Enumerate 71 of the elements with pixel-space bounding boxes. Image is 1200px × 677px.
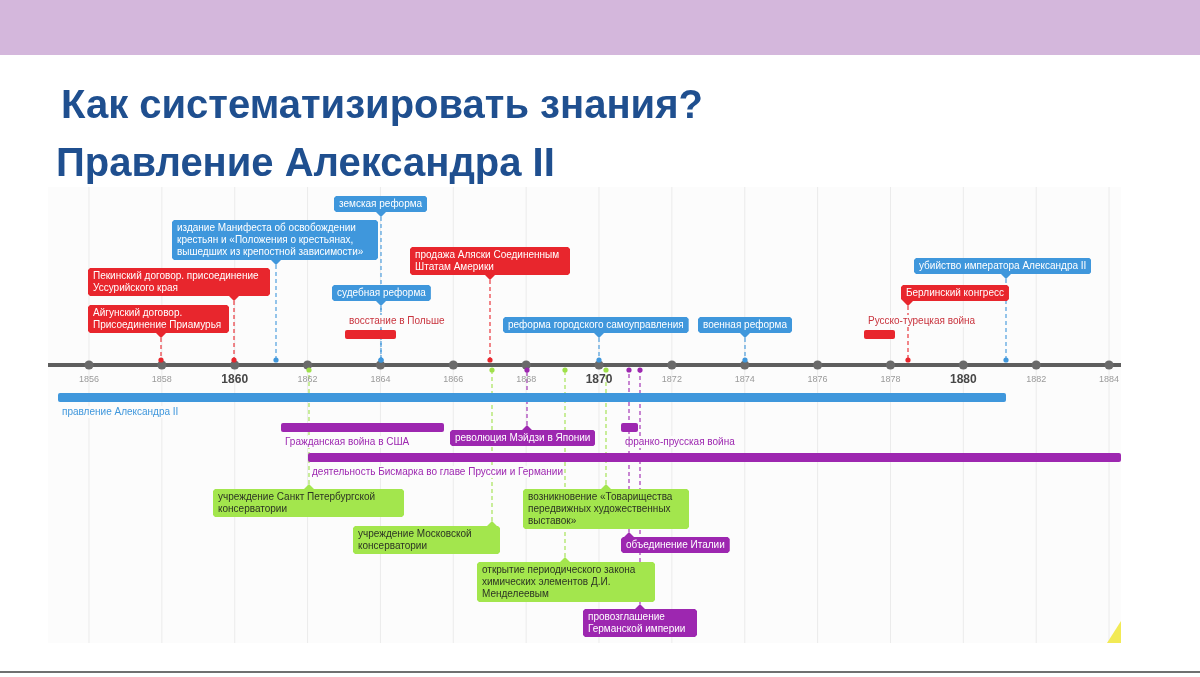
year-label: 1880: [949, 372, 977, 386]
leader-line: [306, 367, 312, 485]
year-label: 1860: [221, 372, 249, 386]
event-callout: [914, 258, 1092, 279]
period-label: франко-прусская война: [624, 436, 736, 448]
event-callout: [332, 285, 431, 306]
leader-line: [524, 367, 530, 426]
event-text: учреждение Санкт Петербургской консерватории: [218, 491, 377, 515]
event-callout: [621, 532, 730, 553]
event-callout: [698, 317, 793, 338]
leader-line: [378, 305, 384, 363]
leader-line: [231, 300, 237, 363]
event-callout: [410, 247, 570, 280]
year-label: 1862: [297, 374, 318, 385]
year-label: 1878: [880, 374, 901, 385]
page-title: Как систематизировать знания?: [61, 81, 703, 127]
event-text: Айгунский договор. Присоединение Приамурья: [93, 307, 223, 331]
event-callout: [523, 484, 689, 529]
event-callout: [172, 220, 378, 265]
leader-line: [489, 367, 495, 522]
event-text: военная реформа: [703, 319, 788, 331]
event-text: учреждение Московской консерватории: [358, 528, 473, 552]
event-callout: [353, 521, 500, 554]
event-callout: [503, 317, 689, 338]
year-label: 1866: [443, 374, 464, 385]
event-text: объединение Италии: [626, 539, 725, 551]
period-label: восстание в Польше: [348, 315, 446, 327]
leader-line: [158, 337, 164, 363]
timeline-axis: [48, 360, 1121, 370]
leader-line: [742, 337, 748, 363]
period-label: деятельность Бисмарка во главе Пруссии и Германии: [311, 466, 565, 478]
event-callout: [213, 484, 404, 517]
event-text: революция Мэйдзи в Японии: [455, 432, 591, 444]
year-label: 1870: [585, 372, 613, 386]
event-callout: [334, 196, 428, 217]
leader-line: [603, 367, 609, 485]
event-callout: [450, 425, 596, 446]
period-label: правление Александра II: [61, 406, 180, 418]
event-text: реформа городского самоуправления: [508, 319, 684, 331]
period-label: Гражданская война в США: [284, 436, 411, 448]
event-text: издание Манифеста об освобождении крестьян и «Положения о крестьянах, вышедших из крепостной зависимости»: [177, 222, 365, 258]
year-label: 1858: [151, 374, 172, 385]
event-text: Берлинский конгресс: [906, 287, 1004, 299]
year-label: 1874: [734, 374, 755, 385]
year-label: 1868: [516, 374, 537, 385]
year-label: 1856: [79, 374, 99, 385]
event-text: провозглашение Германской империи: [588, 611, 687, 635]
event-callout: [583, 604, 697, 637]
event-text: возникновение «Товарищества передвижных художественных выставок»: [528, 491, 674, 527]
event-callout: [477, 557, 655, 602]
event-text: Пекинский договор. присоединение Уссурийского края: [93, 270, 260, 294]
event-callout: [901, 285, 1009, 306]
leader-line: [273, 264, 279, 363]
event-callout: [88, 305, 229, 338]
event-callout: [88, 268, 270, 301]
period-label: Русско-турецкая война: [867, 315, 977, 327]
leader-line: [1003, 278, 1009, 363]
year-label: 1876: [807, 374, 828, 385]
event-text: открытие периодического закона химических элементов Д.И. Менделеевым: [482, 564, 637, 600]
leader-line: [596, 337, 602, 363]
page-subtitle: Правление Александра II: [56, 139, 555, 185]
year-label: 1872: [661, 374, 682, 385]
leader-line: [905, 305, 911, 363]
year-label: 1884: [1099, 374, 1120, 385]
event-text: земская реформа: [339, 198, 423, 210]
event-text: судебная реформа: [337, 287, 426, 299]
leader-line: [487, 279, 493, 363]
event-text: продажа Аляски Соединенным Штатам Америки: [415, 249, 561, 273]
year-label: 1882: [1026, 374, 1047, 385]
year-label: 1864: [370, 374, 391, 385]
event-text: убийство императора Александра II: [919, 260, 1087, 272]
